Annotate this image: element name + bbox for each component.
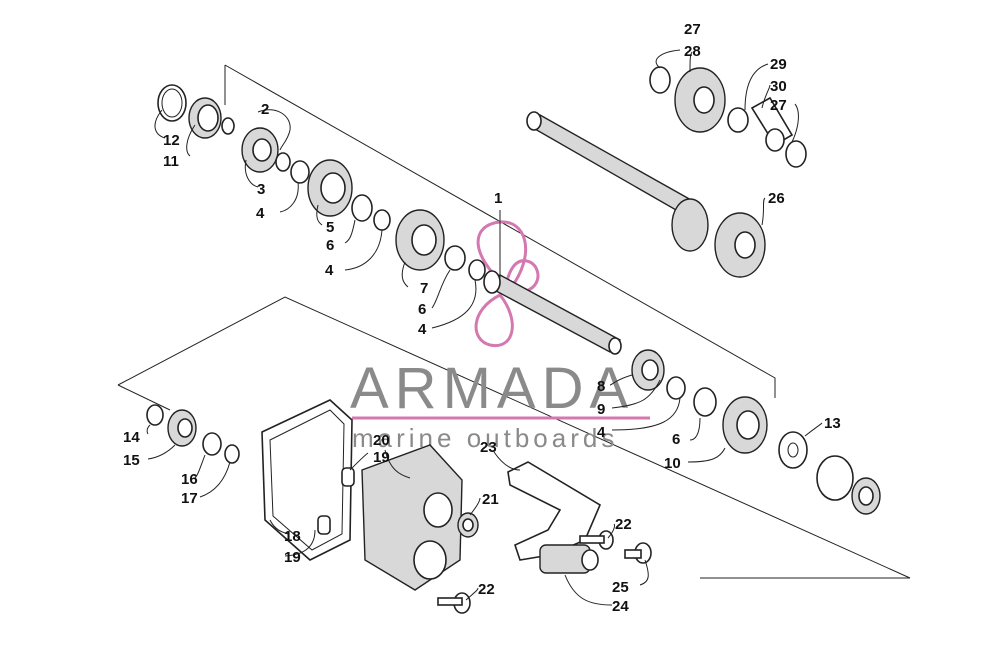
callout-19-b: 19 [284, 549, 301, 566]
gasket-18 [261, 399, 353, 561]
callout-11: 11 [163, 153, 179, 170]
callout-16: 16 [181, 471, 198, 488]
hub-3 [241, 127, 279, 173]
bracket-23 [507, 461, 602, 561]
callout-23: 23 [480, 439, 497, 456]
clip-2 [221, 117, 235, 135]
leader-lines [146, 49, 823, 606]
callout-5: 5 [326, 219, 334, 236]
gear-10 [722, 396, 768, 454]
clip-17 [224, 444, 240, 464]
callout-12: 12 [163, 132, 180, 149]
callout-26: 26 [768, 190, 785, 207]
washer-9 [666, 376, 686, 400]
callout-28: 28 [684, 43, 701, 60]
gear-28 [674, 67, 726, 133]
dowel-pin-19-top [341, 467, 355, 487]
bearing-13 [816, 455, 881, 515]
cover-20 [361, 444, 463, 591]
sprocket-11 [188, 97, 222, 139]
snap-ring-12 [157, 84, 187, 122]
callout-22-b: 22 [478, 581, 495, 598]
callout-27-a: 27 [684, 21, 701, 38]
callout-18: 18 [284, 528, 301, 545]
washer-16 [202, 432, 222, 456]
bearing-6-right [693, 387, 717, 417]
callout-19-a: 19 [373, 449, 390, 466]
washer-4-top [275, 152, 310, 184]
nut-15 [167, 409, 197, 447]
assembly-frame-lines [117, 64, 911, 579]
washer-13 [778, 431, 808, 469]
callout-4-a: 4 [256, 205, 265, 222]
callout-27-b: 27 [770, 97, 787, 114]
bearing-6-mid [444, 245, 486, 281]
callout-24: 24 [612, 598, 629, 615]
washer-27-bottom [785, 140, 807, 168]
callout-21: 21 [482, 491, 499, 508]
callout-9: 9 [597, 401, 605, 418]
washer-27-top [649, 66, 671, 94]
callout-8: 8 [597, 378, 605, 395]
callout-29: 29 [770, 56, 787, 73]
bolt-25 [624, 542, 652, 564]
callout-15: 15 [123, 452, 140, 469]
callout-14: 14 [123, 429, 140, 446]
callout-4-d: 4 [597, 424, 606, 441]
dowel-pin-19-bottom [317, 515, 331, 535]
callout-4-b: 4 [325, 262, 334, 279]
callout-10: 10 [664, 455, 681, 472]
callout-6-c: 6 [672, 431, 680, 448]
callout-labels: 1 2 3 4 4 4 4 5 6 6 6 7 8 9 10 11 12 13 … [123, 21, 841, 615]
callout-13: 13 [824, 415, 841, 432]
counter-shaft-26 [526, 111, 766, 278]
callout-22-a: 22 [615, 516, 632, 533]
watermark-tagline: marine outboards [352, 423, 618, 453]
sensor-24 [539, 544, 599, 574]
callout-30: 30 [770, 78, 787, 95]
callout-25: 25 [612, 579, 629, 596]
gear-7 [395, 209, 445, 271]
callout-20: 20 [373, 432, 390, 449]
clip-14 [146, 404, 164, 426]
callout-7: 7 [420, 280, 428, 297]
seal-21 [457, 512, 479, 538]
watermark-brand: ARMADA [350, 356, 634, 421]
bearing-6-top [351, 194, 391, 231]
callout-4-c: 4 [418, 321, 427, 338]
main-shaft-1 [483, 270, 622, 355]
collar-29 [727, 107, 749, 133]
hub-8 [631, 349, 665, 391]
gear-5 [307, 159, 353, 217]
callout-6-b: 6 [418, 301, 426, 318]
callout-6-a: 6 [326, 237, 334, 254]
callout-1: 1 [494, 190, 502, 207]
callout-17: 17 [181, 490, 198, 507]
callout-2: 2 [261, 101, 269, 118]
bolt-22-bottom [437, 592, 471, 614]
callout-3: 3 [257, 181, 265, 198]
